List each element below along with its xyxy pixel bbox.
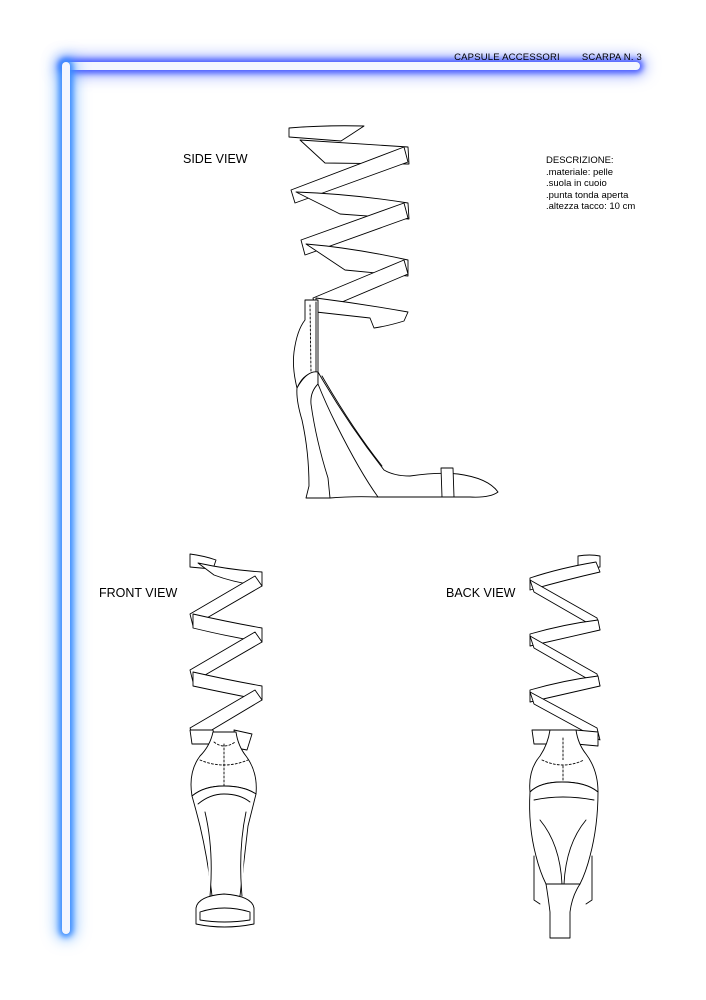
back-view-label: BACK VIEW	[446, 586, 516, 600]
glowing-frame-top-bar	[62, 62, 640, 70]
description-line-material: .materiale: pelle	[546, 166, 614, 178]
header-item: SCARPA N. 3	[581, 52, 642, 63]
header-collection: CAPSULE ACCESSORI	[454, 52, 560, 63]
side-view-label: SIDE VIEW	[183, 152, 248, 166]
side-view-spiral-straps	[289, 126, 409, 328]
side-view-shoe-body	[293, 300, 498, 498]
back-view-spiral-straps	[530, 555, 600, 746]
side-view-shoe-drawing	[289, 126, 498, 498]
back-view-shoe-drawing	[530, 555, 600, 938]
back-view-shoe-body	[530, 730, 598, 938]
description-line-heel-height: .altezza tacco: 10 cm	[546, 201, 636, 212]
glowing-frame-left-bar	[62, 62, 70, 934]
description-title: DESCRIZIONE:	[546, 155, 614, 166]
description-block: DESCRIZIONE: .materiale: pelle .suola in…	[546, 155, 635, 213]
description-line-sole: .suola in cuoio	[546, 178, 607, 189]
description-line-toe: .punta tonda aperta	[546, 189, 629, 201]
front-view-shoe-drawing	[190, 554, 262, 927]
page-header: CAPSULE ACCESSORI SCARPA N. 3	[454, 52, 642, 63]
front-view-label: FRONT VIEW	[99, 586, 178, 600]
front-view-spiral-straps	[190, 554, 262, 750]
front-view-shoe-body	[191, 732, 256, 927]
